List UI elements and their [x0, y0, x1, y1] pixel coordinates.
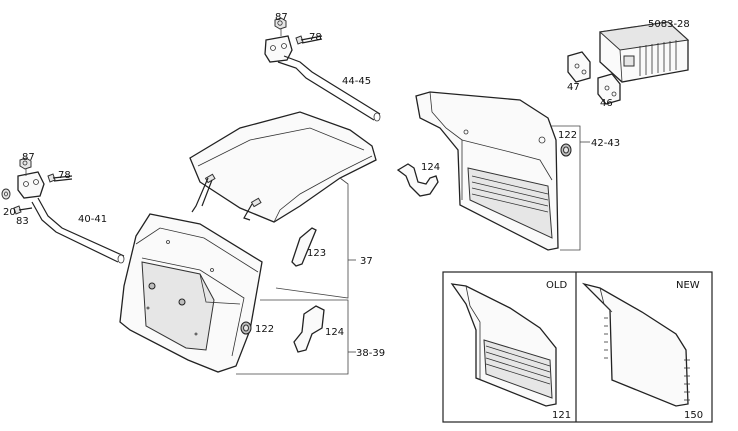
label-grommet-mid: 122 [255, 324, 274, 335]
flap-old [450, 283, 557, 407]
label-screw: 83 [16, 216, 29, 227]
lamp-bracket-47 [567, 51, 591, 83]
label-strap: 123 [307, 248, 326, 259]
flap-new [581, 282, 690, 407]
label-nut-top: 87 [275, 12, 288, 23]
clamp-mid [293, 305, 325, 353]
rod-assembly-top [264, 17, 381, 122]
screw [13, 205, 33, 215]
old-label: OLD [546, 280, 567, 291]
side-marker-lamp [598, 21, 690, 83]
washer [1, 188, 11, 200]
leader-lines [236, 125, 590, 375]
nut-left [19, 157, 32, 170]
grommet-top [560, 143, 572, 157]
lamp-bracket-46 [597, 73, 621, 105]
strap [291, 227, 317, 267]
label-rod-top: 44-45 [342, 76, 371, 87]
label-grommet-top: 122 [558, 130, 577, 141]
label-mudflap-top: 37 [360, 256, 373, 267]
label-bolt-left: 78 [58, 170, 71, 181]
label-flap-old: 121 [552, 410, 571, 421]
label-washer: 20 [3, 207, 16, 218]
label-guard-right: 42-43 [591, 138, 620, 149]
rod-assembly-left [1, 157, 125, 264]
mudguard-front [119, 213, 263, 373]
label-nut-left: 87 [22, 152, 35, 163]
label-bracket-47: 47 [567, 82, 580, 93]
label-bolt-top: 78 [309, 32, 322, 43]
nut-top [274, 17, 287, 30]
clamp-top [396, 163, 439, 197]
callouts: 87 78 5083-28 47 46 44-45 122 42-43 124 … [3, 12, 690, 359]
grommet-mid [240, 321, 252, 335]
label-bracket-46: 46 [600, 98, 613, 109]
side-guard-right [415, 91, 559, 251]
bolt-left [47, 173, 73, 183]
label-clamp-top: 124 [421, 162, 440, 173]
mudflap-top [189, 111, 377, 223]
label-lamp: 5083-28 [648, 19, 690, 30]
label-flap-new: 150 [684, 410, 703, 421]
label-rod-left: 40-41 [78, 214, 107, 225]
new-label: NEW [676, 280, 700, 291]
label-clamp-mid: 124 [325, 327, 344, 338]
label-mudguard-front: 38-39 [356, 348, 385, 359]
inset-comparison: OLD NEW 121 150 [442, 271, 713, 423]
bolt-top [295, 35, 323, 45]
